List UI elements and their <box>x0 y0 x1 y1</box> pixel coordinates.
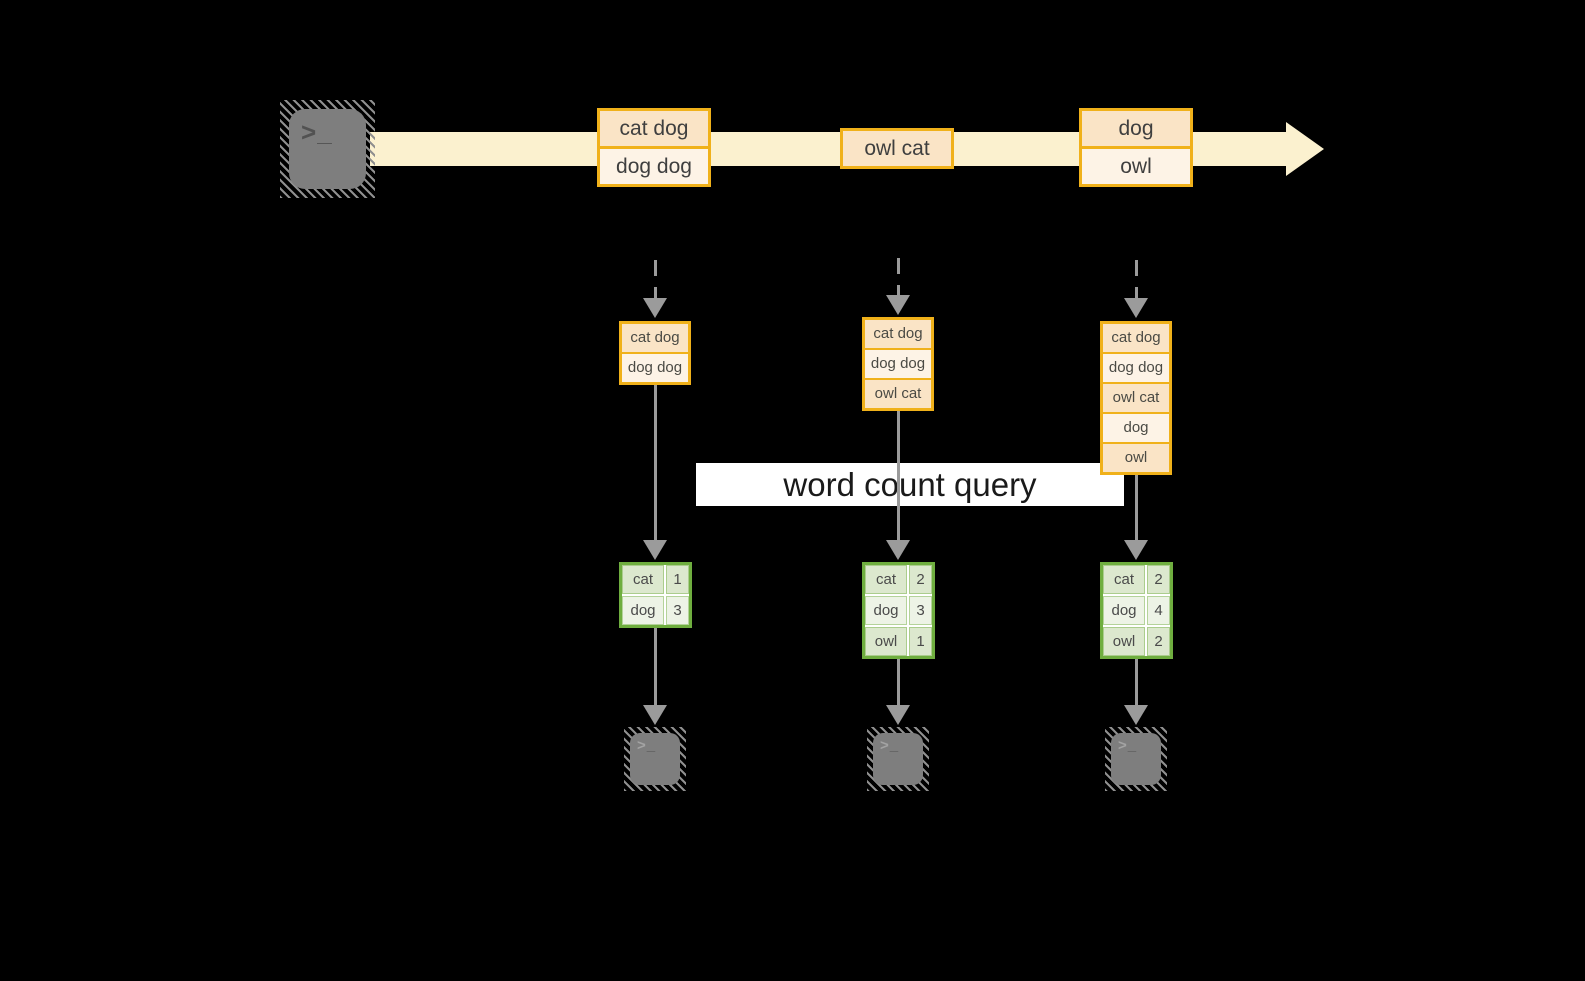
timeline-event-3: dog owl <box>1079 108 1193 187</box>
count-row: owl 2 <box>1103 627 1170 656</box>
buffer-record: dog dog <box>865 348 931 378</box>
count-table-3: cat 2 dog 4 owl 2 <box>1100 562 1173 659</box>
terminal-body: >_ <box>1111 733 1161 785</box>
count-word-cell: dog <box>865 596 907 625</box>
terminal-body: >_ <box>630 733 680 785</box>
count-value-cell: 2 <box>909 565 932 594</box>
buffer-record: dog dog <box>622 352 688 382</box>
count-value-cell: 1 <box>909 627 932 656</box>
count-row: dog 4 <box>1103 596 1170 625</box>
count-word-cell: cat <box>622 565 664 594</box>
arrowhead-down-icon <box>1124 540 1148 560</box>
output-arrow <box>654 628 657 705</box>
prompt-icon: >_ <box>301 117 333 147</box>
query-arrow <box>897 411 900 544</box>
event-record: dog dog <box>600 146 708 184</box>
buffer-record: cat dog <box>1103 324 1169 352</box>
query-banner: word count query <box>696 463 1124 506</box>
timeline-event-2: owl cat <box>840 128 954 169</box>
prompt-icon: >_ <box>1118 737 1138 754</box>
buffer-record: cat dog <box>865 320 931 348</box>
terminal-sink-icon-1: >_ <box>624 727 686 791</box>
count-table-2: cat 2 dog 3 owl 1 <box>862 562 935 659</box>
output-arrow <box>1135 659 1138 705</box>
count-word-cell: owl <box>1103 627 1145 656</box>
arrowhead-down-icon <box>643 705 667 725</box>
arrowhead-down-icon <box>1124 705 1148 725</box>
count-row: dog 3 <box>865 596 932 625</box>
terminal-body: >_ <box>873 733 923 785</box>
output-arrow <box>897 659 900 705</box>
count-word-cell: cat <box>1103 565 1145 594</box>
count-word-cell: owl <box>865 627 907 656</box>
count-row: cat 1 <box>622 565 689 594</box>
buffer-record: dog dog <box>1103 352 1169 382</box>
event-record: cat dog <box>600 111 708 146</box>
event-record: dog <box>1082 111 1190 146</box>
count-row: cat 2 <box>865 565 932 594</box>
buffer-record: owl cat <box>1103 382 1169 412</box>
ingest-arrow-dashed <box>897 258 900 295</box>
buffer-stack-2: cat dog dog dog owl cat <box>862 317 934 411</box>
event-record: owl <box>1082 146 1190 184</box>
count-value-cell: 2 <box>1147 565 1170 594</box>
count-table-1: cat 1 dog 3 <box>619 562 692 628</box>
arrowhead-down-icon <box>886 705 910 725</box>
query-arrow <box>654 385 657 544</box>
count-value-cell: 1 <box>666 565 689 594</box>
event-record: owl cat <box>843 131 951 166</box>
arrowhead-down-icon <box>643 540 667 560</box>
count-word-cell: cat <box>865 565 907 594</box>
timeline-event-1: cat dog dog dog <box>597 108 711 187</box>
ingest-arrow-dashed <box>654 260 657 298</box>
query-arrow <box>1135 475 1138 544</box>
terminal-sink-icon-3: >_ <box>1105 727 1167 791</box>
count-word-cell: dog <box>622 596 664 625</box>
arrowhead-down-icon <box>1124 298 1148 318</box>
count-value-cell: 4 <box>1147 596 1170 625</box>
ingest-arrow-dashed <box>1135 260 1138 298</box>
buffer-stack-1: cat dog dog dog <box>619 321 691 385</box>
prompt-icon: >_ <box>637 737 657 754</box>
count-row: cat 2 <box>1103 565 1170 594</box>
buffer-record: owl <box>1103 442 1169 472</box>
buffer-record: dog <box>1103 412 1169 442</box>
buffer-record: owl cat <box>865 378 931 408</box>
arrowhead-down-icon <box>643 298 667 318</box>
arrowhead-down-icon <box>886 540 910 560</box>
count-value-cell: 2 <box>1147 627 1170 656</box>
terminal-sink-icon-2: >_ <box>867 727 929 791</box>
terminal-body: >_ <box>289 109 366 189</box>
buffer-stack-3: cat dog dog dog owl cat dog owl <box>1100 321 1172 475</box>
count-row: owl 1 <box>865 627 932 656</box>
count-row: dog 3 <box>622 596 689 625</box>
stream-arrowhead-icon <box>1286 122 1324 176</box>
arrowhead-down-icon <box>886 295 910 315</box>
count-value-cell: 3 <box>909 596 932 625</box>
terminal-source-icon: >_ <box>280 100 375 198</box>
prompt-icon: >_ <box>880 737 900 754</box>
count-word-cell: dog <box>1103 596 1145 625</box>
count-value-cell: 3 <box>666 596 689 625</box>
buffer-record: cat dog <box>622 324 688 352</box>
